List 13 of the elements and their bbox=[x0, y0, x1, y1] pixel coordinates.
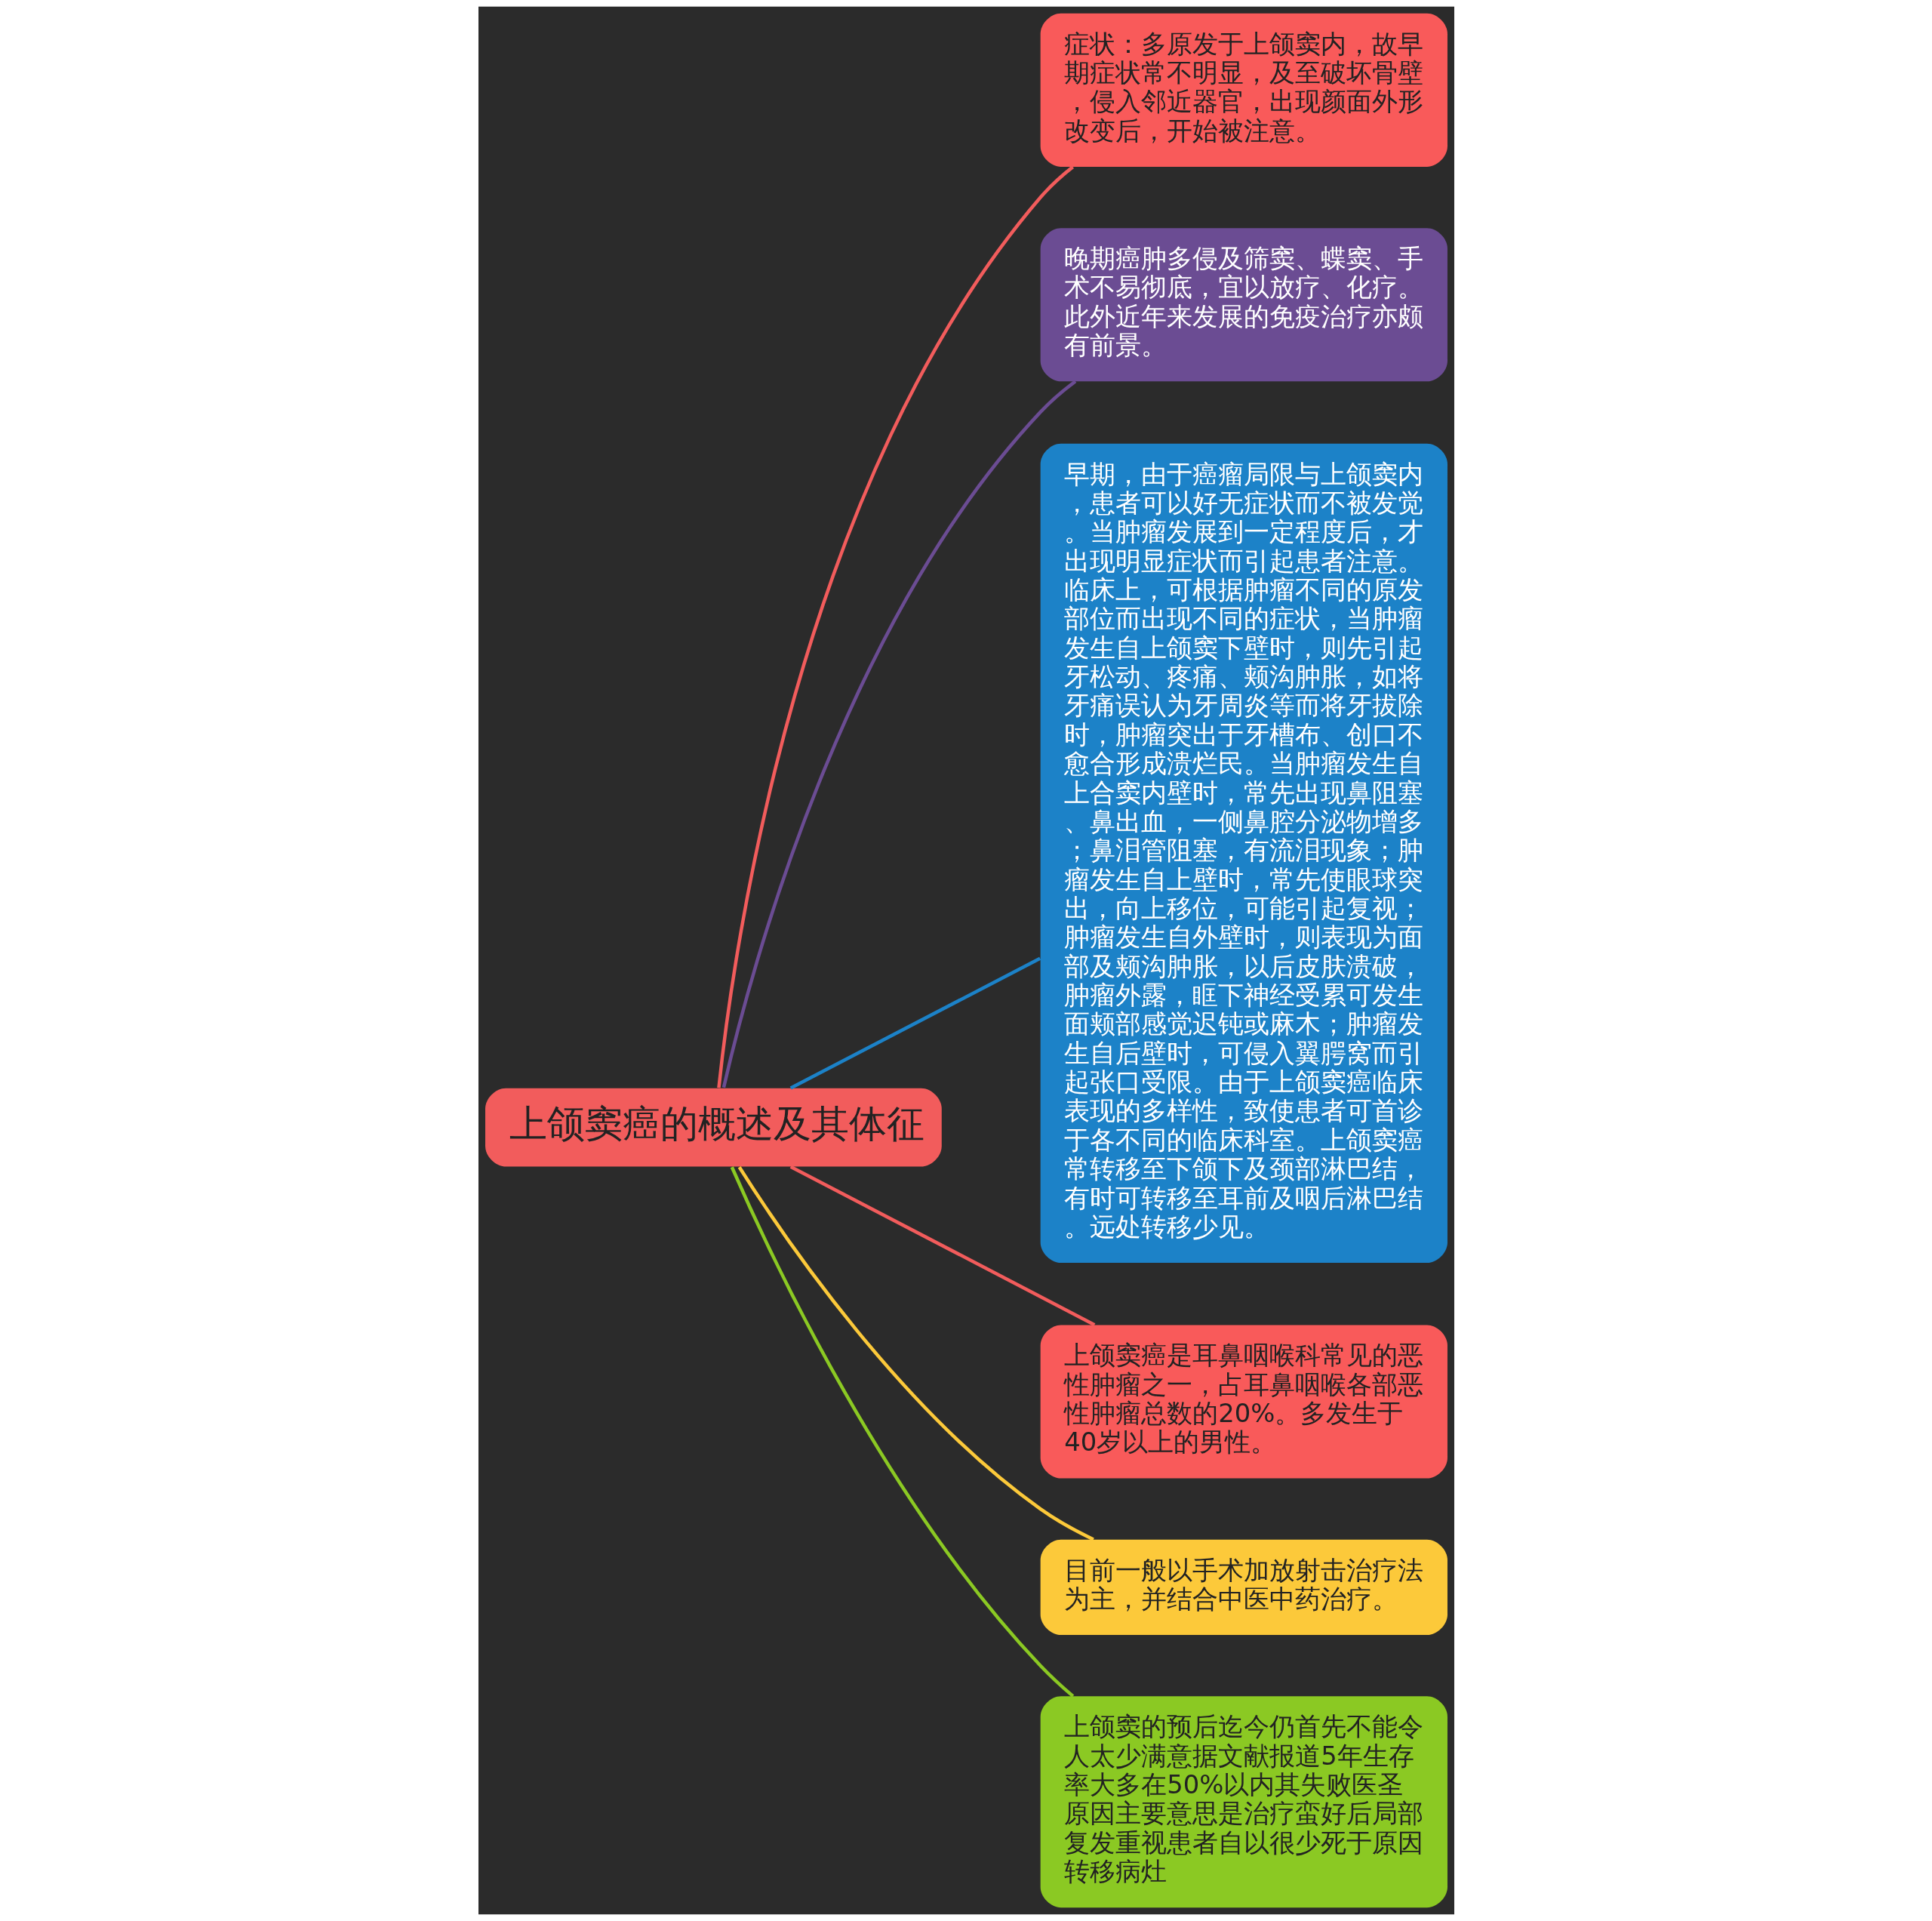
node-box: 上颌窦癌的概述及其体征 bbox=[485, 1088, 942, 1167]
node-box: 目前一般以手术加放射击治疗法为主，并结合中医中药治疗。 bbox=[1040, 1539, 1447, 1636]
connector bbox=[789, 956, 1041, 1090]
node-box: 晚期癌肿多侵及筛窦、蝶窦、手术不易彻底，宜以放疗、化疗。此外近年来发展的免疫治疗亦颇有前景。 bbox=[1040, 228, 1447, 382]
connector bbox=[730, 1166, 1074, 1698]
node-box: 症状：多原发于上颌窦内，故早期症状常不明显，及至破坏骨壁，侵入邻近器官，出现颜面外形改变后，开始被注意。 bbox=[1040, 13, 1447, 167]
connector bbox=[721, 380, 1076, 1088]
node-box: 上颌窦癌是耳鼻咽喉科常见的恶性肿瘤之一，占耳鼻咽喉各部恶性肿瘤总数的20%。多发生于40岁以上的男性。 bbox=[1040, 1325, 1447, 1479]
connector bbox=[737, 1166, 1094, 1541]
connector bbox=[716, 165, 1074, 1088]
node-box: 上颌窦的预后迄今仍首先不能令人太少满意据文献报道5年生存率大多在50%以内其失败医圣原因主要意思是治疗蛮好后局部复发重视患者自以很少死于原因转移病灶 bbox=[1040, 1696, 1447, 1908]
node-box: 早期，由于癌瘤局限与上颌窦内，患者可以好无症状而不被发觉。当肿瘤发展到一定程度后，才出现明显症状而引起患者注意。临床上，可根据肿瘤不同的原发部位而出现不同的症状，当肿瘤发生自上颌窦下壁时，则先引起牙松动、疼痛、颊沟肿胀，如将牙痛误认为牙周炎等而将牙拔除时，肿瘤突出于牙槽布、创口不愈合形成溃烂民。当肿瘤发生自上合窦内壁时，常先出现鼻阻塞、鼻出血，一侧鼻腔分泌物增多；鼻泪管阻塞，有流泪现象；肿瘤发生自上壁时，常先使眼球突出，向上移位，可能引起复视；肿瘤发生自外壁时，则表现为面部及颊沟肿胀，以后皮肤溃破，肿瘤外露，眶下神经受累可发生面颊部感觉迟钝或麻木；肿瘤发生自后壁时，可侵入翼腭窝而引起张口受限。由于上颌窦癌临床表现的多样性，致使患者可首诊于各不同的临床科室。上颌窦癌常转移至下颌下及颈部淋巴结，有时可转移至耳前及咽后淋巴结。远处转移少见。 bbox=[1040, 443, 1447, 1264]
connector bbox=[789, 1165, 1095, 1327]
